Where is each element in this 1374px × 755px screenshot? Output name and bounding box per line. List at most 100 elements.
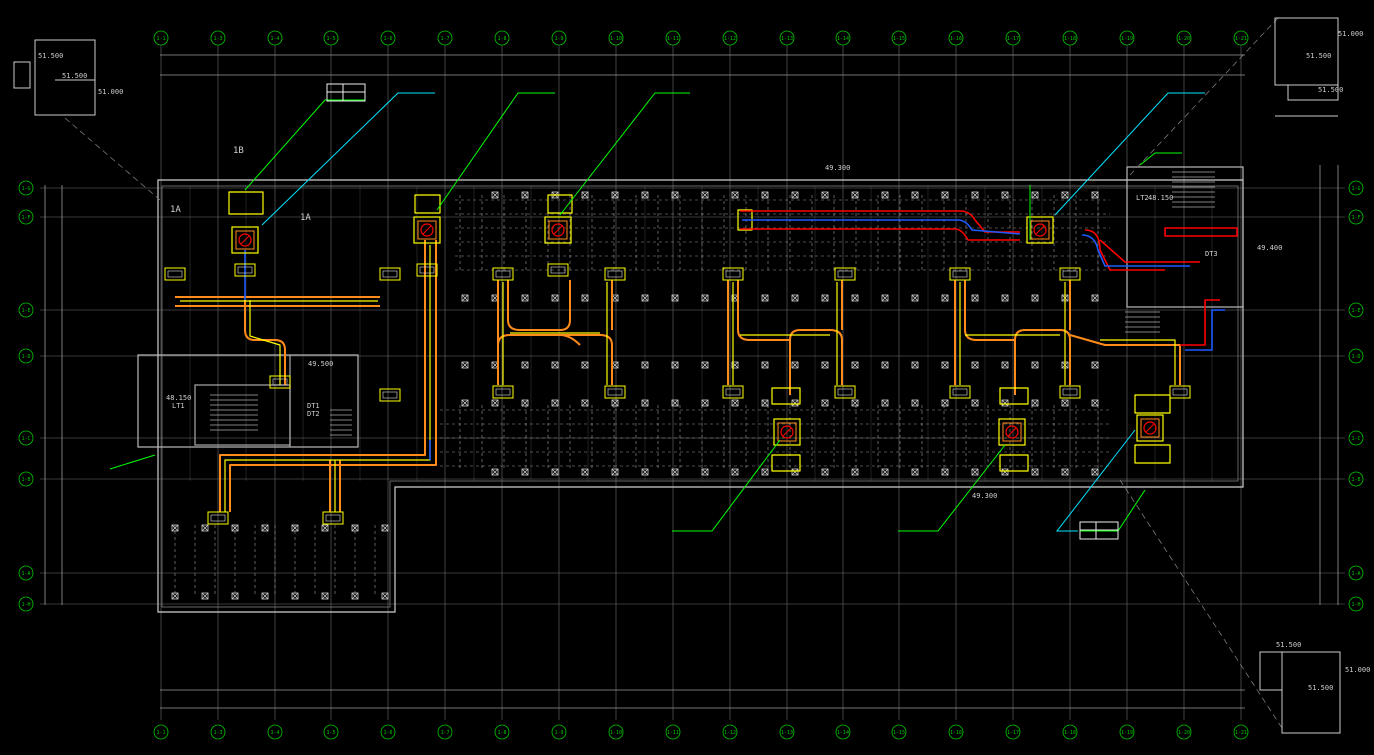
- diffuser-marker: [851, 361, 859, 369]
- diffuser-marker: [791, 468, 799, 476]
- diffuser-marker: [731, 468, 739, 476]
- register-box: [164, 267, 186, 281]
- row-bubble: [18, 348, 34, 364]
- row-bubble: [18, 180, 34, 196]
- register-box: [1059, 385, 1081, 399]
- diffuser-marker: [761, 191, 769, 199]
- diffuser-marker: [1031, 399, 1039, 407]
- diffuser-marker: [1031, 468, 1039, 476]
- diffuser-marker: [911, 361, 919, 369]
- detail-tl-elev3: 51.000: [98, 88, 123, 96]
- row-bubble: [1348, 348, 1364, 364]
- detail-tl-elev1: 51.500: [38, 52, 63, 60]
- diffuser-marker: [701, 361, 709, 369]
- diffuser-marker: [1001, 294, 1009, 302]
- diffuser-marker: [701, 399, 709, 407]
- col-bubble: [835, 30, 851, 46]
- duct-network: [175, 191, 1238, 512]
- row-bubble-label: 1-H: [1351, 602, 1360, 608]
- diffuser-marker: [911, 468, 919, 476]
- col-bubble-label: 1-7: [440, 730, 449, 736]
- diffuser-marker: [641, 399, 649, 407]
- diffuser-marker: [201, 592, 209, 600]
- register-box: [492, 385, 514, 399]
- dt2-label: DT2: [307, 410, 320, 418]
- diffuser-marker: [1061, 191, 1069, 199]
- diffuser-marker: [791, 294, 799, 302]
- diffuser-marker: [971, 468, 979, 476]
- diffuser-marker: [941, 191, 949, 199]
- col-bubble-label: 1-13: [781, 36, 793, 42]
- col-bubble-label: 1-10: [610, 730, 622, 736]
- diffuser-marker: [1001, 399, 1009, 407]
- row-bubble-label: 1-A: [1351, 571, 1360, 577]
- register-box: [949, 267, 971, 281]
- col-bubble-label: 1-20: [1178, 730, 1190, 736]
- register-box: [834, 385, 856, 399]
- diffuser-marker: [881, 399, 889, 407]
- fan-unit: [544, 216, 572, 244]
- diffuser-marker: [641, 361, 649, 369]
- diffuser-marker: [551, 294, 559, 302]
- col-bubble-label: 1-21: [1235, 730, 1247, 736]
- diffuser-marker: [1091, 294, 1099, 302]
- row-bubble-label: 1-D: [21, 354, 30, 360]
- register-box: [722, 267, 744, 281]
- diffuser-marker: [291, 592, 299, 600]
- diffuser-marker: [1091, 361, 1099, 369]
- col-bubble-label: 1-4: [270, 730, 279, 736]
- fan-unit: [1026, 216, 1054, 244]
- detail-bottom-right: 51.500 51.000 51.500: [1259, 641, 1370, 734]
- diffuser-marker: [381, 592, 389, 600]
- col-bubble: [494, 30, 510, 46]
- detail-top-right: 51.000 51.500 51.500: [1274, 17, 1363, 117]
- col-bubble: [267, 30, 283, 46]
- diffuser-marker: [761, 361, 769, 369]
- col-bubble-label: 1-16: [950, 36, 962, 42]
- col-bubble: [608, 724, 624, 740]
- col-bubble-label: 1-4: [270, 36, 279, 42]
- diffuser-marker: [671, 399, 679, 407]
- diffuser-marker: [641, 191, 649, 199]
- col-bubble: [891, 30, 907, 46]
- diffuser-marker: [791, 191, 799, 199]
- col-bubble-label: 1-12: [724, 730, 736, 736]
- plan-labels: LT1 48.150 DT1 DT2 49.500 DT3 49.400 LT2…: [166, 146, 1282, 500]
- col-bubble-label: 1-17: [1007, 730, 1019, 736]
- diffuser-marker: [671, 191, 679, 199]
- diffuser-marker: [1031, 361, 1039, 369]
- col-bubble-label: 1-16: [950, 730, 962, 736]
- diffuser-marker: [611, 468, 619, 476]
- diffuser-marker: [491, 191, 499, 199]
- dimension-frame: [44, 54, 1339, 709]
- diffuser-marker: [291, 524, 299, 532]
- fan-unit: [1136, 414, 1164, 442]
- col-bubble-label: 1-19: [1121, 36, 1133, 42]
- col-bubble-label: 1-12: [724, 36, 736, 42]
- diffuser-marker: [971, 361, 979, 369]
- col-bubble-label: 1-14: [837, 36, 849, 42]
- diffuser-marker: [971, 294, 979, 302]
- register-box: [269, 375, 291, 389]
- register-box: [379, 388, 401, 402]
- detail-tr-elev2: 51.500: [1306, 52, 1331, 60]
- lt1-elev: 48.150: [166, 394, 191, 402]
- col-bubble: [948, 30, 964, 46]
- diffuser-marker: [521, 468, 529, 476]
- register-box: [604, 385, 626, 399]
- diffuser-marker: [231, 592, 239, 600]
- col-bubble-label: 1-10: [610, 36, 622, 42]
- register-box: [379, 267, 401, 281]
- row-bubble-label: 1-A: [21, 571, 30, 577]
- diffuser-marker: [581, 361, 589, 369]
- diffuser-marker: [321, 524, 329, 532]
- col-bubble-label: 1-5: [326, 36, 335, 42]
- diffuser-marker: [551, 399, 559, 407]
- diffuser-marker: [821, 191, 829, 199]
- diffuser-marker: [461, 399, 469, 407]
- register-box: [722, 385, 744, 399]
- col-bubble-label: 1-6: [383, 36, 392, 42]
- col-bubble-label: 1-5: [326, 730, 335, 736]
- diffuser-marker: [971, 191, 979, 199]
- stairs: [210, 171, 1215, 436]
